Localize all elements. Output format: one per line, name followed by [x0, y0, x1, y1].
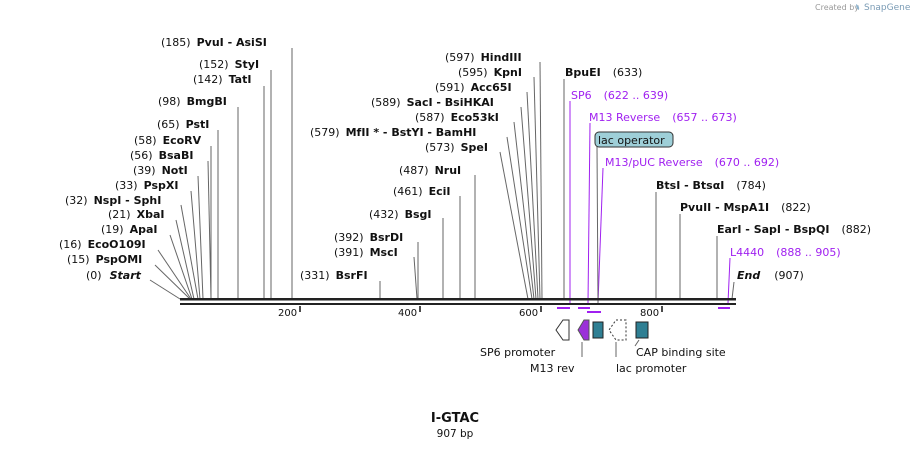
enzyme-label: (65)PstI: [157, 118, 209, 131]
enzyme-label: (98)BmgBI: [158, 95, 227, 108]
feature-leader-lines: [581, 339, 640, 357]
sp6-promoter-label: SP6 promoter: [480, 346, 556, 359]
tick-label: 800: [640, 308, 659, 319]
left-leader-lines: [149, 48, 293, 300]
enzyme-label: (142)TatI: [193, 73, 251, 86]
enzyme-label: BtsI - BtsαI(784): [656, 179, 766, 192]
enzyme-label: (589)SacI - BsiHKAI: [371, 96, 494, 109]
primer-label: L4440(888 .. 905): [730, 246, 841, 259]
enzyme-label: (587)Eco53kI: [415, 111, 499, 124]
map-length: 907 bp: [437, 428, 474, 440]
enzyme-label: (487)NruI: [399, 164, 461, 177]
enzyme-labels-mid: (597)HindIII (595)KpnI (591)Acc65I (589)…: [300, 51, 522, 282]
enzyme-label: (32)NspI - SphI: [65, 194, 161, 207]
primer-labels: SP6(622 .. 639) M13 Reverse(657 .. 673) …: [571, 89, 841, 259]
tick-label: 200: [278, 308, 297, 319]
enzyme-label: (56)BsaBI: [130, 149, 193, 162]
enzyme-label: BpuEI(633): [565, 66, 642, 79]
tick-label: 400: [398, 308, 417, 319]
map-title: I-GTAC: [431, 411, 479, 426]
enzyme-label: (152)StyI: [199, 58, 259, 71]
enzyme-label: (16)EcoO109I: [59, 238, 146, 251]
enzyme-label: (15)PspOMI: [67, 253, 142, 266]
lac-operator-box-icon: [592, 321, 604, 339]
operator-leader-line: [596, 145, 599, 304]
cap-binding-box-icon: [635, 321, 649, 339]
enzyme-label: (432)BsgI: [369, 208, 432, 221]
lac-operator-label: lac operator: [598, 134, 665, 147]
enzyme-label: (58)EcoRV: [134, 134, 202, 147]
enzyme-label: (579)MfII * - BstYI - BamHI: [310, 126, 476, 139]
tick-label: 600: [519, 308, 538, 319]
enzyme-label: (392)BsrDI: [334, 231, 403, 244]
enzyme-label: (391)MscI: [334, 246, 398, 259]
enzyme-label: EarI - SapI - BspQI(882): [717, 223, 871, 236]
sequence-backbone: [180, 298, 736, 305]
lac-promoter-arrow-icon: [608, 319, 627, 341]
sp6-promoter-arrow-icon: [555, 319, 570, 341]
enzyme-label: (185)PvuI - AsiSI: [161, 36, 267, 49]
primer-label: SP6(622 .. 639): [571, 89, 668, 102]
enzyme-label: (597)HindIII: [445, 51, 522, 64]
enzyme-label: (591)Acc65I: [435, 81, 512, 94]
credit-brand: SnapGene: [864, 3, 911, 13]
enzyme-label: PvuII - MspA1I(822): [680, 201, 811, 214]
enzyme-label: (331)BsrFI: [300, 269, 368, 282]
m13-rev-arrow-icon: [577, 319, 590, 341]
primer-bars: [557, 307, 730, 313]
primer-leader-lines: [569, 101, 731, 304]
enzyme-label: End(907): [737, 269, 804, 282]
primer-label: M13/pUC Reverse(670 .. 692): [605, 156, 779, 169]
enzyme-labels-left: (185)PvuI - AsiSI (152)StyI (142)TatI (9…: [59, 36, 267, 282]
lac-promoter-label: lac promoter: [616, 362, 687, 375]
enzyme-label: (21)XbaI: [108, 208, 164, 221]
enzyme-label: (33)PspXI: [115, 179, 178, 192]
mid-leader-lines: [379, 61, 543, 300]
m13-rev-label: M13 rev: [530, 362, 575, 375]
enzyme-label: (0)Start: [86, 269, 142, 282]
primer-label: M13 Reverse(657 .. 673): [589, 111, 737, 124]
enzyme-labels-right: BpuEI(633) BtsI - BtsαI(784) PvuII - Msp…: [565, 66, 871, 282]
enzyme-label: (461)EciI: [393, 185, 451, 198]
enzyme-label: (39)NotI: [133, 164, 188, 177]
ruler: 200 400 600 800: [278, 306, 663, 319]
enzyme-label: (573)SpeI: [425, 141, 488, 154]
enzyme-label: (595)KpnI: [458, 66, 522, 79]
right-leader-lines: [563, 79, 735, 300]
enzyme-label: (19)ApaI: [101, 223, 158, 236]
snapgene-logo-icon: [856, 4, 860, 10]
credit-prefix: Created by: [815, 3, 859, 12]
lac-operator-badge: lac operator: [594, 131, 674, 148]
cap-binding-label: CAP binding site: [636, 346, 726, 359]
feature-shapes: [555, 319, 649, 341]
